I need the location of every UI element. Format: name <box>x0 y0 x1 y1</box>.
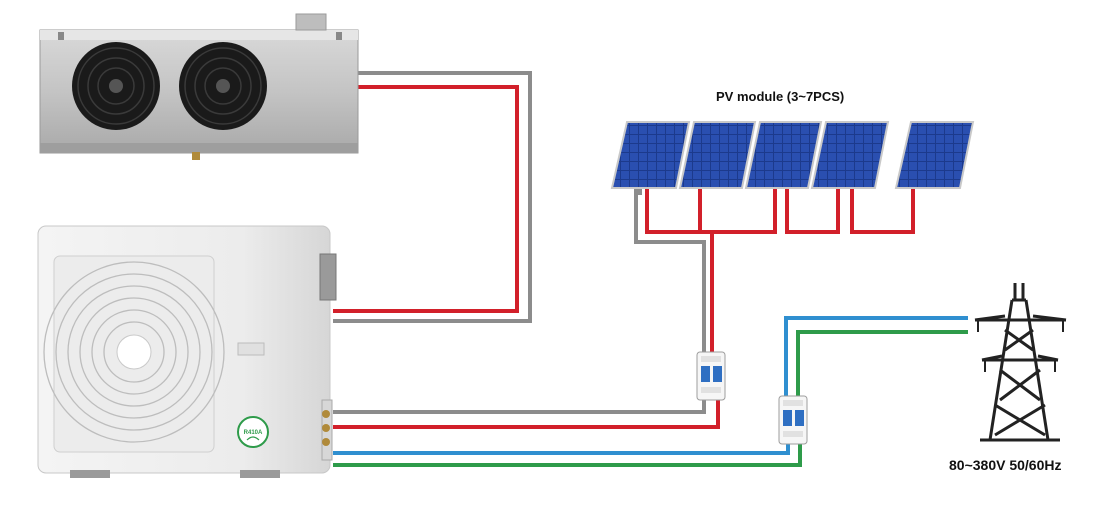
pv-link-3 <box>850 188 915 234</box>
evaporator-fan-left <box>72 42 160 130</box>
outdoor-fan-hub <box>116 334 152 370</box>
pv-panel-1 <box>610 121 691 189</box>
pv-module-label: PV module (3~7PCS) <box>716 89 845 104</box>
outdoor-vent-slot <box>237 342 265 356</box>
ac-breaker <box>778 395 808 445</box>
evaporator-fan-right <box>179 42 267 130</box>
evap-red-line <box>333 85 519 313</box>
pv-panel-5 <box>894 121 975 189</box>
outdoor-fan-grille <box>43 261 225 443</box>
grid-voltage-label: 80~380V 50/60Hz <box>949 457 1062 473</box>
valve-1 <box>322 410 330 418</box>
dc-gray-line <box>333 395 706 414</box>
pv-red-lead <box>645 188 714 355</box>
pv-link-2 <box>785 188 840 234</box>
evaporator-lines <box>333 71 532 323</box>
outdoor-power-lines <box>333 395 802 467</box>
pv-gray-lead <box>634 188 706 355</box>
dc-red-line <box>333 395 720 429</box>
grid-lines <box>784 316 968 398</box>
pv-panel-4 <box>810 121 890 189</box>
pv-array <box>610 121 975 189</box>
refrigerant-badge: R410A <box>237 416 269 448</box>
pv-wiring <box>634 188 915 355</box>
ac-blue-line <box>333 440 790 455</box>
valve-3 <box>322 438 330 446</box>
grid-blue-line <box>784 316 968 398</box>
refrigerant-badge-text: R410A <box>244 430 263 436</box>
pv-panel-2 <box>678 121 757 189</box>
outdoor-unit: R410A <box>37 225 337 478</box>
evap-gray-line <box>333 71 532 323</box>
transmission-tower-icon <box>974 283 1067 442</box>
outdoor-service-cover <box>319 253 337 301</box>
grid-green-line <box>796 330 968 398</box>
pv-link-1 <box>698 188 777 234</box>
pv-panel-3 <box>744 121 823 189</box>
dc-breaker <box>696 351 726 401</box>
valve-2 <box>322 424 330 432</box>
evaporator-unit <box>39 13 359 160</box>
ac-green-line <box>333 440 802 467</box>
